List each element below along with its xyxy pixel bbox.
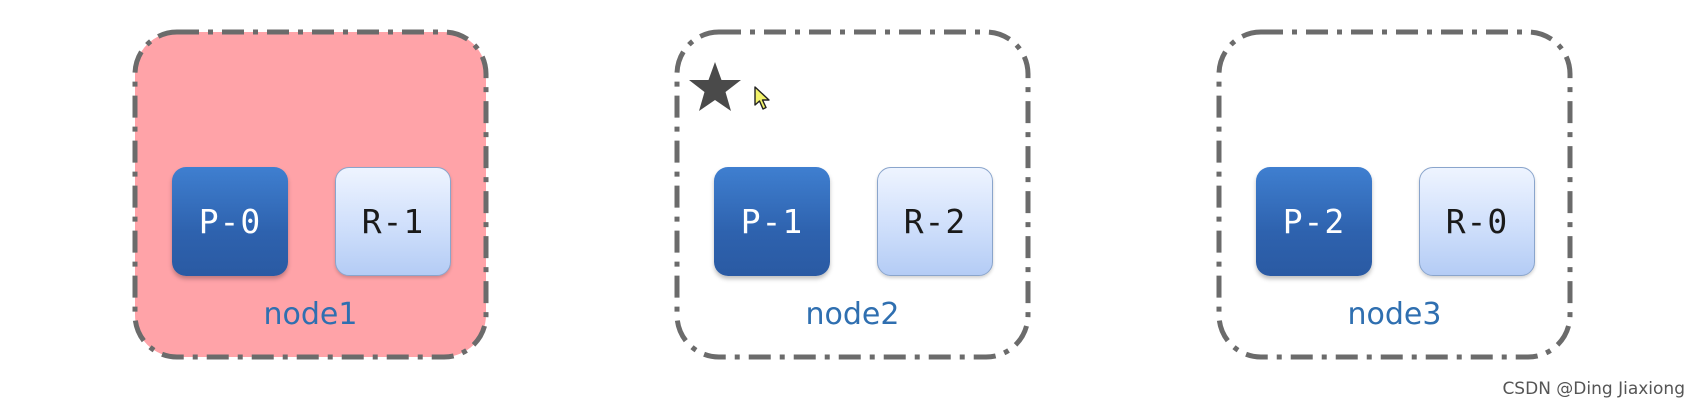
node-label: node3 bbox=[1347, 297, 1442, 332]
primary-shard: P-0 bbox=[172, 167, 288, 276]
replica-shard: R-1 bbox=[335, 167, 451, 276]
node-label: node2 bbox=[805, 297, 900, 332]
replica-shard: R-2 bbox=[877, 167, 993, 276]
star-icon bbox=[689, 62, 741, 111]
watermark: CSDN @Ding Jiaxiong bbox=[1502, 379, 1685, 399]
node-box-node3: P-2 R-0 node3 bbox=[1216, 29, 1573, 360]
mouse-pointer-icon bbox=[754, 86, 770, 110]
primary-shard: P-1 bbox=[714, 167, 830, 276]
node-box-node2: P-1 R-2 node2 bbox=[674, 29, 1031, 360]
replica-shard: R-0 bbox=[1419, 167, 1535, 276]
node-border bbox=[1216, 29, 1573, 360]
primary-shard: P-2 bbox=[1256, 167, 1372, 276]
node-box-node1: P-0 R-1 node1 bbox=[132, 29, 489, 360]
node-border bbox=[674, 29, 1031, 360]
node-label: node1 bbox=[263, 297, 358, 332]
